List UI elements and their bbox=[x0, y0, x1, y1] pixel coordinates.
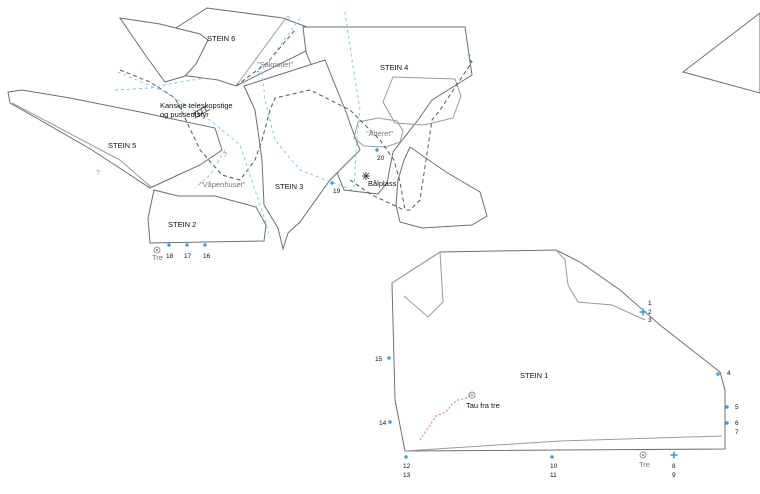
tree-icon[interactable] bbox=[639, 451, 647, 459]
point-label-1: 1 bbox=[648, 300, 652, 307]
question-mark: ? bbox=[96, 170, 100, 177]
stone-4-lower-outline[interactable] bbox=[395, 146, 488, 229]
point-label-6: 6 bbox=[735, 420, 739, 427]
blue-cross-icon[interactable] bbox=[639, 308, 647, 316]
fire-pit-icon[interactable] bbox=[362, 172, 370, 180]
ladder-icon bbox=[191, 104, 211, 119]
point-12-marker[interactable] bbox=[404, 455, 408, 459]
point-label-2: 2 bbox=[648, 309, 652, 316]
stone-3-label: STEIN 3 bbox=[275, 182, 303, 191]
point-label-11: 11 bbox=[550, 472, 557, 479]
route-blue-4 bbox=[114, 77, 206, 91]
point-label-7: 7 bbox=[735, 429, 739, 436]
point-19-marker[interactable] bbox=[330, 181, 334, 185]
stones-layer bbox=[7, 7, 760, 452]
notes-layer: Kanskje teleskopstige og pusseutstyr Bål… bbox=[152, 101, 650, 469]
stone-3-outline[interactable] bbox=[243, 59, 361, 251]
rope-anchor-icon[interactable] bbox=[468, 391, 476, 399]
blue-cross-icon[interactable] bbox=[670, 451, 678, 459]
point-numbers: 20 19 18 17 16 15 14 12 13 10 11 1 2 3 4… bbox=[166, 155, 739, 479]
point-label-4: 4 bbox=[727, 370, 731, 377]
point-label-14: 14 bbox=[379, 420, 387, 427]
point-18-marker[interactable] bbox=[167, 243, 171, 247]
point-label-18: 18 bbox=[166, 253, 174, 260]
route-blue-5 bbox=[194, 149, 226, 189]
point-label-20: 20 bbox=[377, 155, 385, 162]
note-teleskopstige-line1: Kanskje teleskopstige bbox=[160, 101, 233, 110]
area-labels: "Sakristiet" "Alteret" "Våpenhuset" bbox=[200, 60, 393, 189]
stone-left-top-outline[interactable] bbox=[118, 17, 209, 83]
point-4-marker[interactable] bbox=[716, 372, 720, 376]
stone-labels: STEIN 6 STEIN 4 STEIN 3 STEIN 5 STEIN 2 … bbox=[108, 34, 548, 380]
stone-2-label: STEIN 2 bbox=[168, 220, 196, 229]
area-vapenhuset-label: "Våpenhuset" bbox=[200, 180, 246, 189]
route-blue-3 bbox=[344, 11, 361, 191]
stone-5-outline[interactable] bbox=[7, 89, 223, 189]
note-tau-fra-tre: Tau fra tre bbox=[466, 401, 500, 410]
stone-4-inner-shape bbox=[382, 76, 462, 126]
stone-5-label: STEIN 5 bbox=[108, 141, 136, 150]
point-label-9: 9 bbox=[672, 472, 676, 479]
walls-layer bbox=[119, 29, 473, 211]
question-mark: ? bbox=[223, 152, 227, 159]
point-label-10: 10 bbox=[550, 463, 558, 470]
stone-6-label: STEIN 6 bbox=[207, 34, 235, 43]
question-mark: ? bbox=[256, 71, 260, 78]
question-mark: ? bbox=[286, 16, 290, 23]
wall-altar-segment bbox=[349, 179, 405, 211]
point-markers bbox=[167, 148, 729, 459]
tree-icon[interactable] bbox=[153, 246, 161, 254]
route-blue-2 bbox=[261, 17, 353, 191]
point-17-marker[interactable] bbox=[185, 243, 189, 247]
note-tre-left: Tre bbox=[152, 253, 163, 262]
stone-4-label: STEIN 4 bbox=[380, 63, 408, 72]
point-label-3: 3 bbox=[648, 317, 652, 324]
alteret-outline[interactable] bbox=[353, 117, 404, 148]
point-14-marker[interactable] bbox=[388, 420, 392, 424]
icons-layer bbox=[153, 172, 678, 459]
stone-right-edge-outline[interactable] bbox=[681, 12, 760, 94]
point-label-19: 19 bbox=[333, 188, 341, 195]
stone-1-label: STEIN 1 bbox=[520, 371, 548, 380]
note-teleskopstige-line2: og pusseutstyr bbox=[160, 110, 209, 119]
area-alteret-label: "Alteret" bbox=[366, 129, 393, 138]
point-5-marker[interactable] bbox=[725, 405, 729, 409]
wall-outline bbox=[119, 57, 473, 211]
question-mark: ? bbox=[467, 54, 471, 61]
stone-1-inner-left bbox=[391, 251, 444, 318]
point-label-5: 5 bbox=[735, 404, 739, 411]
stone-2-outline[interactable] bbox=[147, 189, 267, 244]
routes-layer bbox=[114, 11, 471, 441]
point-16-marker[interactable] bbox=[203, 243, 207, 247]
point-20-marker[interactable] bbox=[375, 148, 379, 152]
point-label-12: 12 bbox=[403, 463, 411, 470]
stone-1-inner-bottom bbox=[404, 435, 723, 452]
stone-6-inner-line bbox=[235, 17, 287, 87]
note-tre-right: Tre bbox=[639, 460, 650, 469]
route-rope-pink bbox=[419, 394, 471, 441]
point-15-marker[interactable] bbox=[387, 356, 391, 360]
point-label-16: 16 bbox=[203, 253, 211, 260]
point-label-15: 15 bbox=[375, 356, 383, 363]
route-blue-1 bbox=[117, 71, 271, 239]
stone-1-inner-top bbox=[555, 249, 646, 321]
area-sakristiet-label: "Sakristiet" bbox=[257, 60, 294, 69]
point-label-8: 8 bbox=[672, 463, 676, 470]
question-marks: ? ? ? ? ? bbox=[96, 16, 471, 177]
point-label-17: 17 bbox=[184, 253, 192, 260]
stone-5-inner-line bbox=[11, 102, 153, 189]
point-6-marker[interactable] bbox=[725, 421, 729, 425]
stone-1-outline[interactable] bbox=[391, 249, 726, 452]
point-10-marker[interactable] bbox=[550, 455, 554, 459]
note-balplass: Bålplass bbox=[368, 179, 397, 188]
point-label-13: 13 bbox=[403, 472, 411, 479]
